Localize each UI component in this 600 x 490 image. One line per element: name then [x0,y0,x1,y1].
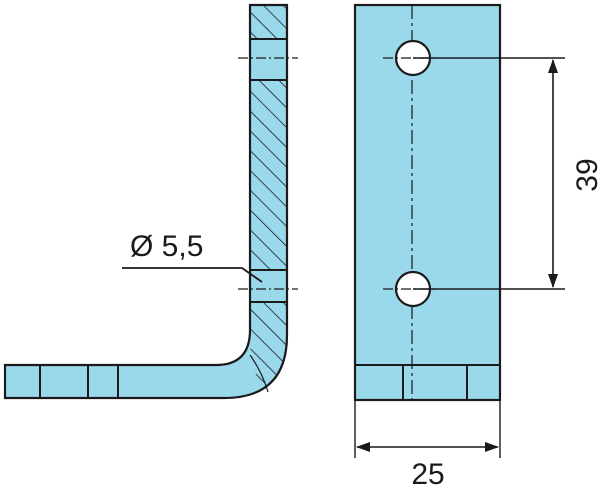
hole-spacing-label: 39 [571,158,600,191]
dimension-hole-spacing: 39 [413,57,600,290]
front-view [353,3,502,402]
hole-diameter-label: Ø 5,5 [130,230,203,263]
side-view: Ø 5,5 [3,3,298,400]
section-hatch-top [250,5,287,39]
width-label: 25 [411,458,444,490]
front-view-plate [353,3,502,402]
diameter-leader [122,267,263,283]
dimension-width: 25 [354,400,501,490]
section-hatch-bend [250,302,287,385]
side-view-body [3,3,289,400]
section-hatch-middle [250,80,287,270]
